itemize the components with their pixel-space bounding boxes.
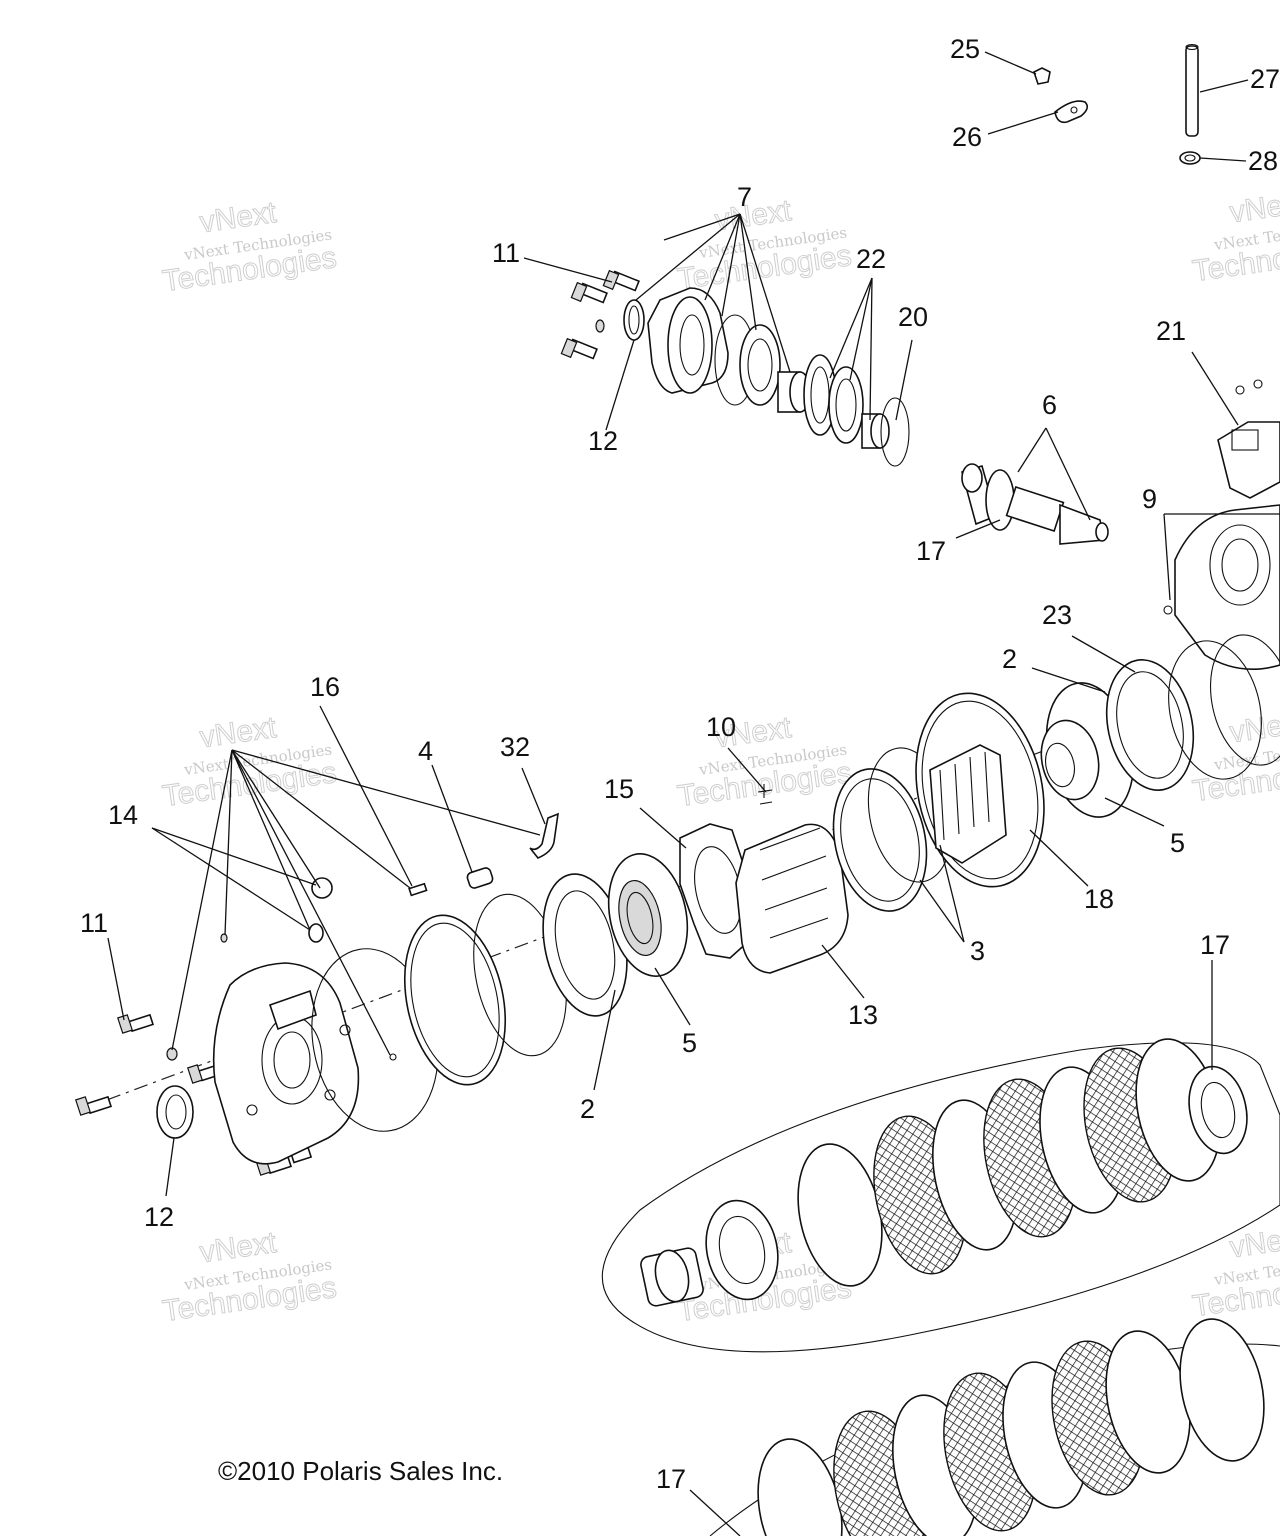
watermark-middle-right: vNext vNext Technologies Technologies	[1190, 705, 1280, 808]
callout-18: 18	[1084, 884, 1114, 914]
part-2-piston-upper	[1105, 659, 1195, 791]
svg-text:vNext: vNext	[1228, 1221, 1280, 1264]
watermark-top-right: vNext vNext Technologies Technologies	[1190, 185, 1280, 288]
callout-2-upper: 2	[1002, 644, 1017, 674]
part-26-bracket	[1054, 100, 1089, 124]
callout-15: 15	[604, 774, 634, 804]
front-cover	[212, 962, 360, 1165]
callout-7: 7	[737, 182, 752, 212]
clutch-pack-bubble-upper	[601, 1038, 1280, 1353]
callout-6: 6	[1042, 390, 1057, 420]
svg-text:vNext: vNext	[1228, 706, 1280, 749]
callout-26: 26	[952, 122, 982, 152]
part-18-drum-gear	[915, 692, 1045, 888]
part-16-pin	[408, 882, 428, 897]
clutch-pack-bubble-lower	[709, 1318, 1280, 1536]
part-9-gearcase	[1163, 504, 1280, 671]
callout-12-lower: 12	[144, 1202, 174, 1232]
watermark-middle-center: vNext vNext Technologies Technologies	[675, 710, 854, 813]
callout-3: 3	[970, 936, 985, 966]
callout-5-lower: 5	[682, 1028, 697, 1058]
watermark-top-left: vNext vNext Technologies Technologies	[160, 195, 339, 298]
part-21-actuator	[1217, 379, 1280, 499]
part-6-gear-shaft	[961, 463, 1109, 545]
callout-17-bottom: 17	[656, 1464, 686, 1494]
clutch-hub	[735, 823, 849, 974]
callout-5-upper: 5	[1170, 828, 1185, 858]
part-28-clip	[1179, 151, 1201, 165]
bolts-lower-left	[75, 933, 313, 1176]
callout-22: 22	[856, 244, 886, 274]
callout-16: 16	[310, 672, 340, 702]
watermark-bottom-right: vNext vNext Technologies Technologies	[1190, 1220, 1280, 1323]
callout-28: 28	[1248, 146, 1278, 176]
callout-17-shaft: 17	[916, 536, 946, 566]
callout-32: 32	[500, 732, 530, 762]
callout-2-lower: 2	[580, 1094, 595, 1124]
svg-text:vNext: vNext	[198, 196, 279, 239]
svg-text:vNext: vNext	[713, 194, 794, 237]
callout-10: 10	[706, 712, 736, 742]
callout-23: 23	[1042, 600, 1072, 630]
callout-13: 13	[848, 1000, 878, 1030]
svg-text:vNext: vNext	[198, 1226, 279, 1269]
upper-bearing-assembly	[560, 269, 910, 467]
watermark-middle-left: vNext vNext Technologies Technologies	[160, 710, 339, 813]
part-23-ring	[1168, 634, 1280, 780]
bolt-upper-2	[570, 281, 608, 304]
callout-17-pack: 17	[1200, 930, 1230, 960]
seal-ring-1	[403, 914, 507, 1086]
callout-labels: 25 26 27 28 7 11 22 20 21 6 12 9 17 23 2…	[80, 34, 1280, 1494]
callout-12-upper: 12	[588, 426, 618, 456]
callout-14: 14	[108, 800, 138, 830]
part-27-shaft	[1185, 43, 1199, 137]
callout-9: 9	[1142, 484, 1157, 514]
svg-text:vNext: vNext	[1228, 186, 1280, 229]
part-32-clip	[529, 812, 559, 859]
callout-21: 21	[1156, 316, 1186, 346]
part-5-carrier-lower	[607, 853, 689, 977]
callout-27: 27	[1250, 64, 1280, 94]
callout-25: 25	[950, 34, 980, 64]
part-4-plug	[466, 867, 494, 889]
callout-11-upper: 11	[492, 238, 520, 268]
part-12-seal	[156, 1085, 194, 1139]
callout-20: 20	[898, 302, 928, 332]
bolt-upper-1	[602, 269, 640, 292]
part-25-fastener	[1033, 67, 1051, 85]
callout-11-lower: 11	[80, 908, 108, 938]
leader-lines	[107, 51, 1280, 1536]
bolt-upper-3	[560, 337, 598, 360]
callout-4: 4	[418, 736, 433, 766]
watermark-bottom-left: vNext vNext Technologies Technologies	[160, 1225, 339, 1328]
svg-text:vNext: vNext	[198, 711, 279, 754]
copyright-notice: ©2010 Polaris Sales Inc.	[218, 1456, 504, 1486]
